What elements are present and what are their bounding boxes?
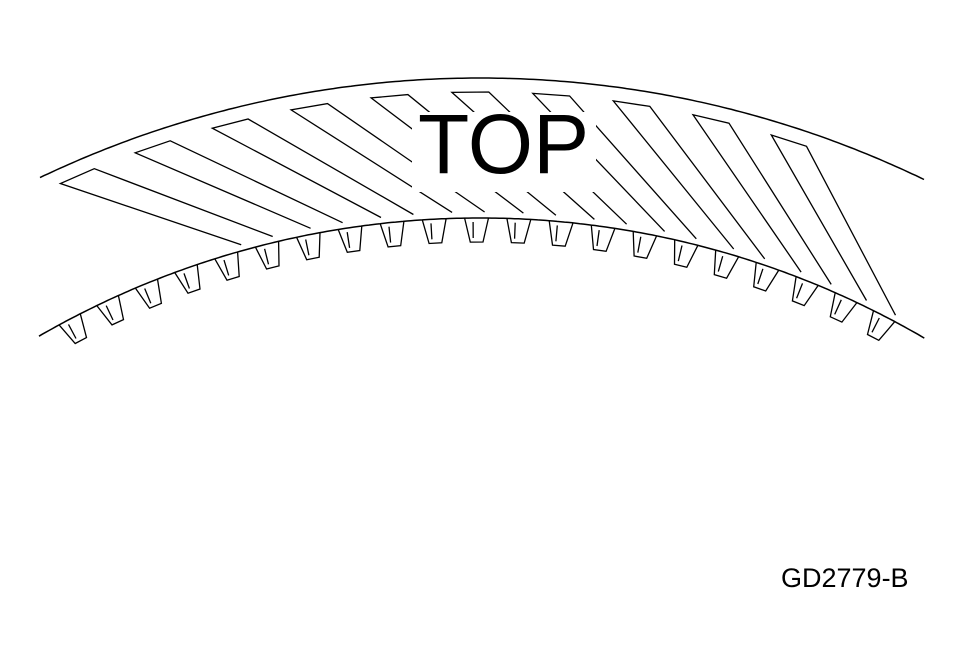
spline-tooth	[829, 292, 858, 323]
spline-tooth	[58, 313, 88, 345]
spline-tooth	[673, 239, 699, 269]
friction-groove	[133, 140, 343, 229]
label-backing	[412, 112, 596, 192]
spline-tooth	[548, 220, 574, 247]
friction-groove	[58, 167, 273, 246]
spline-tooth	[463, 217, 490, 243]
top-orientation-label: TOP	[418, 97, 590, 191]
friction-groove	[289, 102, 485, 213]
spline-tooth	[337, 225, 363, 254]
spline-tooth	[96, 295, 125, 326]
friction-groove	[691, 113, 832, 285]
friction-groove	[210, 118, 414, 219]
spline-tooth	[296, 232, 321, 261]
friction-groove	[531, 92, 697, 240]
plate-inner-edge	[38, 217, 925, 339]
spline-tooth	[791, 276, 819, 307]
spline-tooth	[753, 262, 780, 292]
friction-groove	[769, 133, 897, 316]
spline-tooth	[506, 218, 532, 244]
spline-tooth	[254, 241, 280, 270]
spline-tooth	[174, 264, 201, 294]
spline-tooth	[134, 278, 163, 309]
spline-tooth	[632, 231, 658, 260]
spline-tooth	[713, 250, 740, 279]
spline-tooth	[214, 251, 240, 281]
spline-teeth	[58, 217, 896, 345]
plate-outer-edge	[39, 77, 925, 181]
spline-tooth	[866, 310, 896, 342]
friction-groove	[611, 100, 766, 260]
spline-tooth	[379, 221, 405, 248]
spline-tooth	[421, 218, 447, 245]
figure-id-label: GD2779-B	[781, 563, 909, 593]
spline-tooth	[590, 225, 616, 253]
